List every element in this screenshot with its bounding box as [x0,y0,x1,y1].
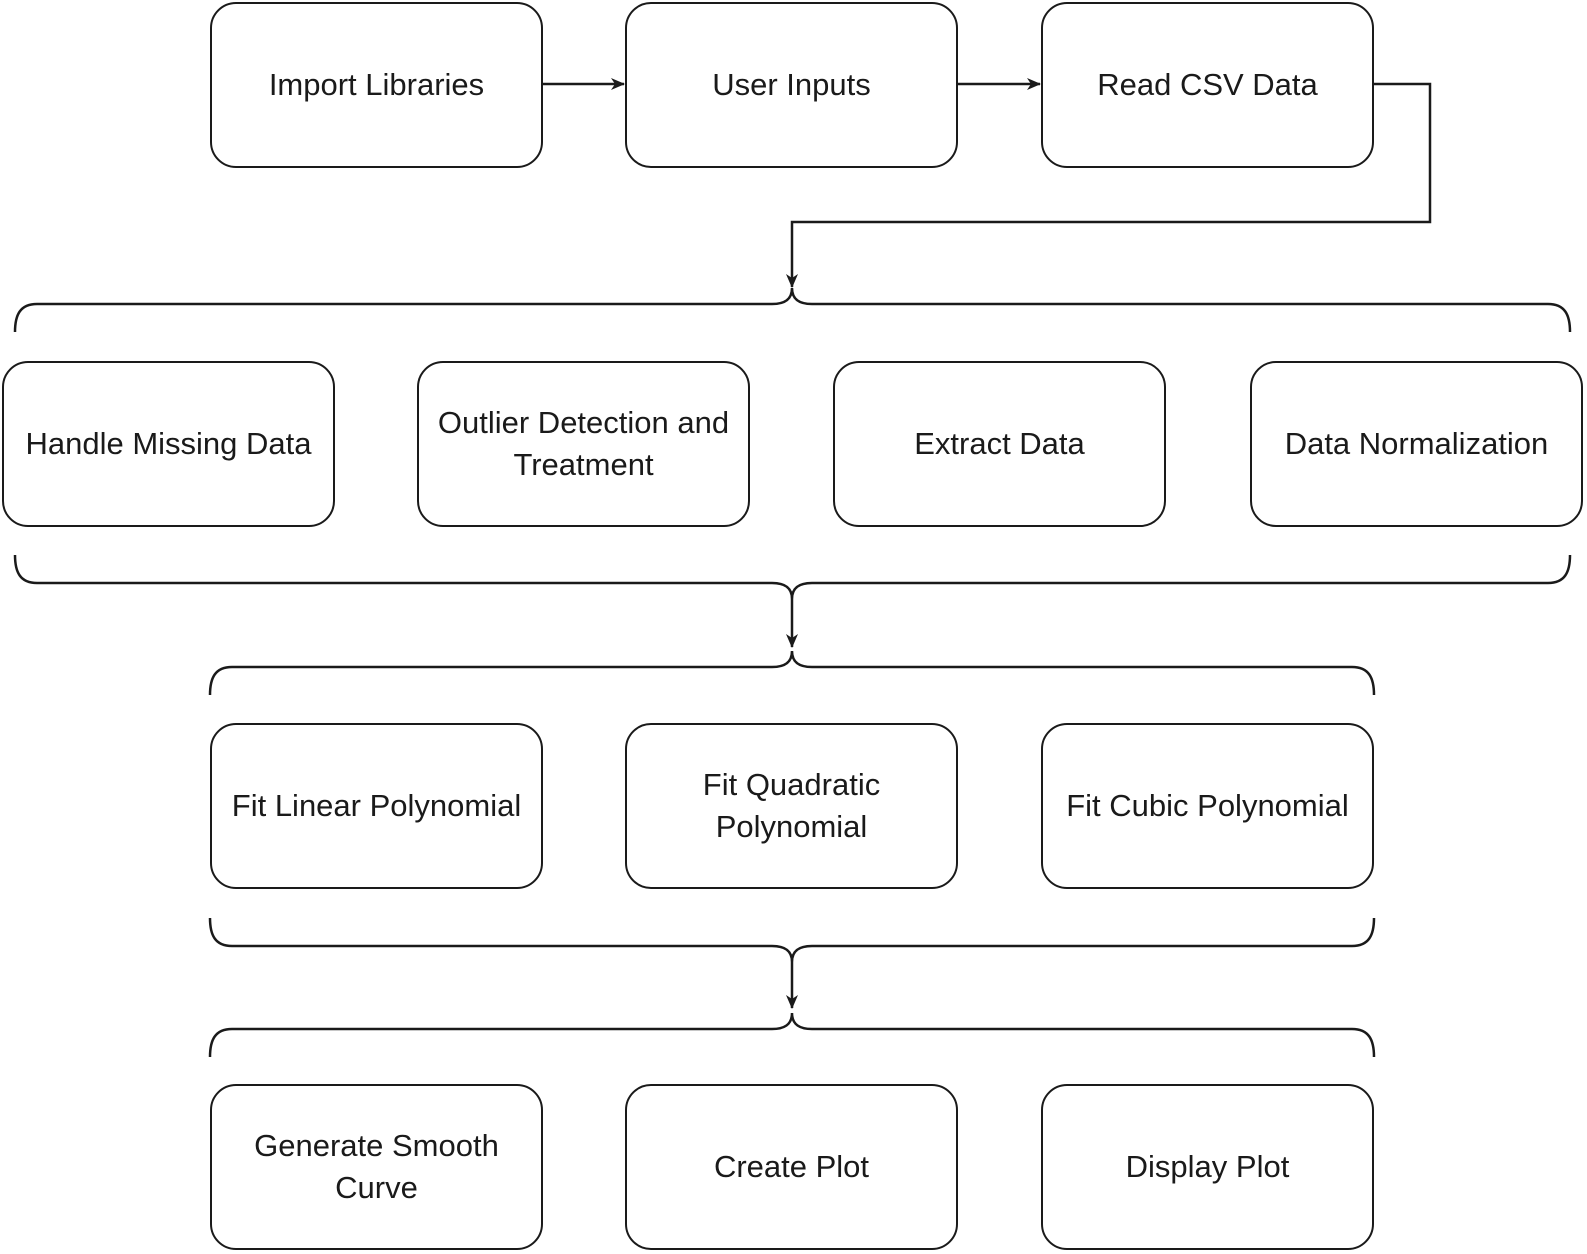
node-fit-cubic-label: Fit Cubic Polynomial [1066,788,1349,823]
node-display-plot-label: Display Plot [1125,1149,1290,1184]
node-display-plot: Display Plot [1041,1084,1374,1250]
node-fit-cubic: Fit Cubic Polynomial [1041,723,1374,889]
node-fit-quadratic-label: Fit Quadratic Polynomial [702,767,881,844]
brace-fitting-top [208,650,1376,696]
node-fit-quadratic: Fit Quadratic Polynomial [625,723,958,889]
node-extract-data-label: Extract Data [914,426,1085,461]
node-user-inputs: User Inputs [625,2,958,168]
node-generate-smooth-curve: Generate Smooth Curve [210,1084,543,1250]
node-handle-missing-data: Handle Missing Data [2,361,335,527]
node-read-csv-data: Read CSV Data [1041,2,1374,168]
node-import-libraries: Import Libraries [210,2,543,168]
node-extract-data: Extract Data [833,361,1166,527]
node-data-normalization: Data Normalization [1250,361,1583,527]
node-import-libraries-label: Import Libraries [268,67,485,102]
node-read-csv-data-label: Read CSV Data [1097,67,1318,102]
node-fit-linear-label: Fit Linear Polynomial [231,788,522,823]
node-data-normalization-label: Data Normalization [1284,426,1549,461]
node-user-inputs-label: User Inputs [712,67,871,102]
brace-preprocessing-bottom [13,554,1572,600]
brace-output-top [208,1012,1376,1058]
node-handle-missing-data-label: Handle Missing Data [25,426,312,461]
node-fit-linear: Fit Linear Polynomial [210,723,543,889]
brace-fitting-bottom [208,917,1376,963]
node-outlier-detection: Outlier Detection and Treatment [417,361,750,527]
node-generate-smooth-curve-label: Generate Smooth Curve [254,1128,499,1205]
arrow-csv-to-preprocessing [786,82,1432,288]
node-create-plot-label: Create Plot [713,1149,870,1184]
node-outlier-detection-label: Outlier Detection and Treatment [437,405,730,482]
brace-preprocessing-top [13,287,1572,333]
node-create-plot: Create Plot [625,1084,958,1250]
